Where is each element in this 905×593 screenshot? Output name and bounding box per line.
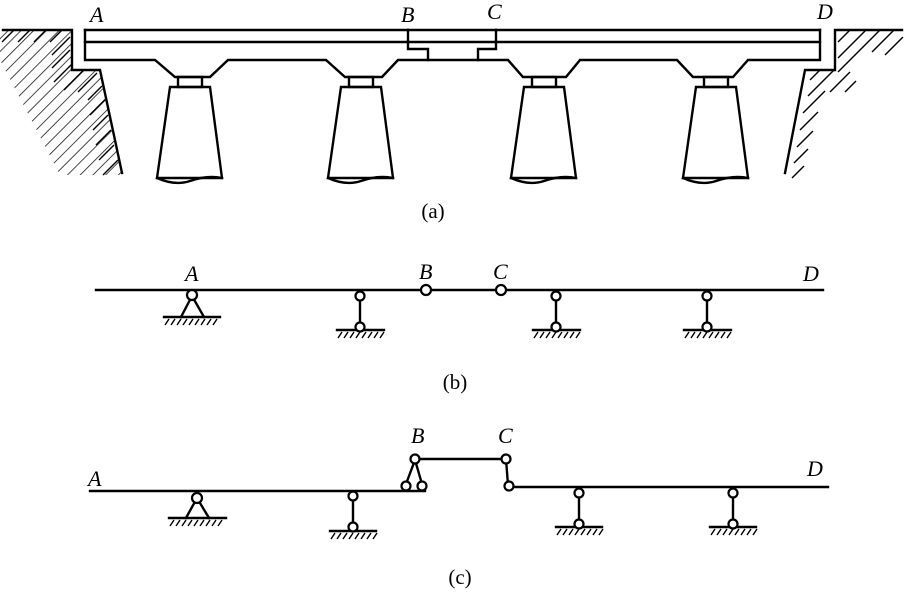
soil-hatching-right	[791, 29, 904, 179]
caption-a: (a)	[421, 199, 444, 223]
link-support-c-2	[554, 487, 604, 536]
pier-4	[681, 75, 750, 185]
panel-a-bridge-elevation: A B C D (a)	[0, 0, 904, 223]
link-support-b-3	[682, 290, 733, 339]
label-b-D: D	[802, 261, 819, 286]
soil-hatching-left	[1, 29, 119, 176]
label-c-D: D	[806, 456, 823, 481]
pier-3	[509, 75, 578, 185]
girder-right	[476, 28, 822, 79]
girder-left	[83, 28, 430, 79]
caption-b: (b)	[443, 370, 468, 394]
pier-2	[326, 75, 395, 185]
link-support-b-2	[531, 290, 582, 339]
label-a-A: A	[88, 2, 104, 27]
label-a-B: B	[401, 2, 414, 27]
label-b-C: C	[493, 259, 508, 284]
pin-support-on-beam-B	[400, 453, 428, 492]
hinge-C	[494, 283, 508, 297]
label-a-C: C	[487, 0, 502, 24]
pier-1	[155, 75, 224, 185]
panel-c-hierarchy-diagram: A B C D (c)	[86, 423, 830, 589]
hinge-B	[419, 283, 433, 297]
caption-c: (c)	[448, 565, 471, 589]
label-b-B: B	[419, 259, 432, 284]
link-support-b-1	[335, 290, 386, 339]
label-a-D: D	[816, 0, 833, 24]
link-support-on-beam-C	[500, 453, 515, 492]
label-c-B: B	[411, 423, 424, 448]
pin-support-A	[162, 288, 222, 326]
link-support-c-3	[708, 487, 758, 536]
left-abutment	[0, 28, 124, 175]
label-c-C: C	[498, 423, 513, 448]
label-b-A: A	[183, 261, 199, 286]
pin-support-c-A	[167, 491, 228, 527]
suspended-span	[406, 28, 498, 62]
link-support-c-1	[328, 490, 378, 540]
right-abutment	[783, 28, 904, 175]
label-c-A: A	[86, 466, 102, 491]
panel-b-structural-model: A B C D (b)	[94, 259, 825, 394]
